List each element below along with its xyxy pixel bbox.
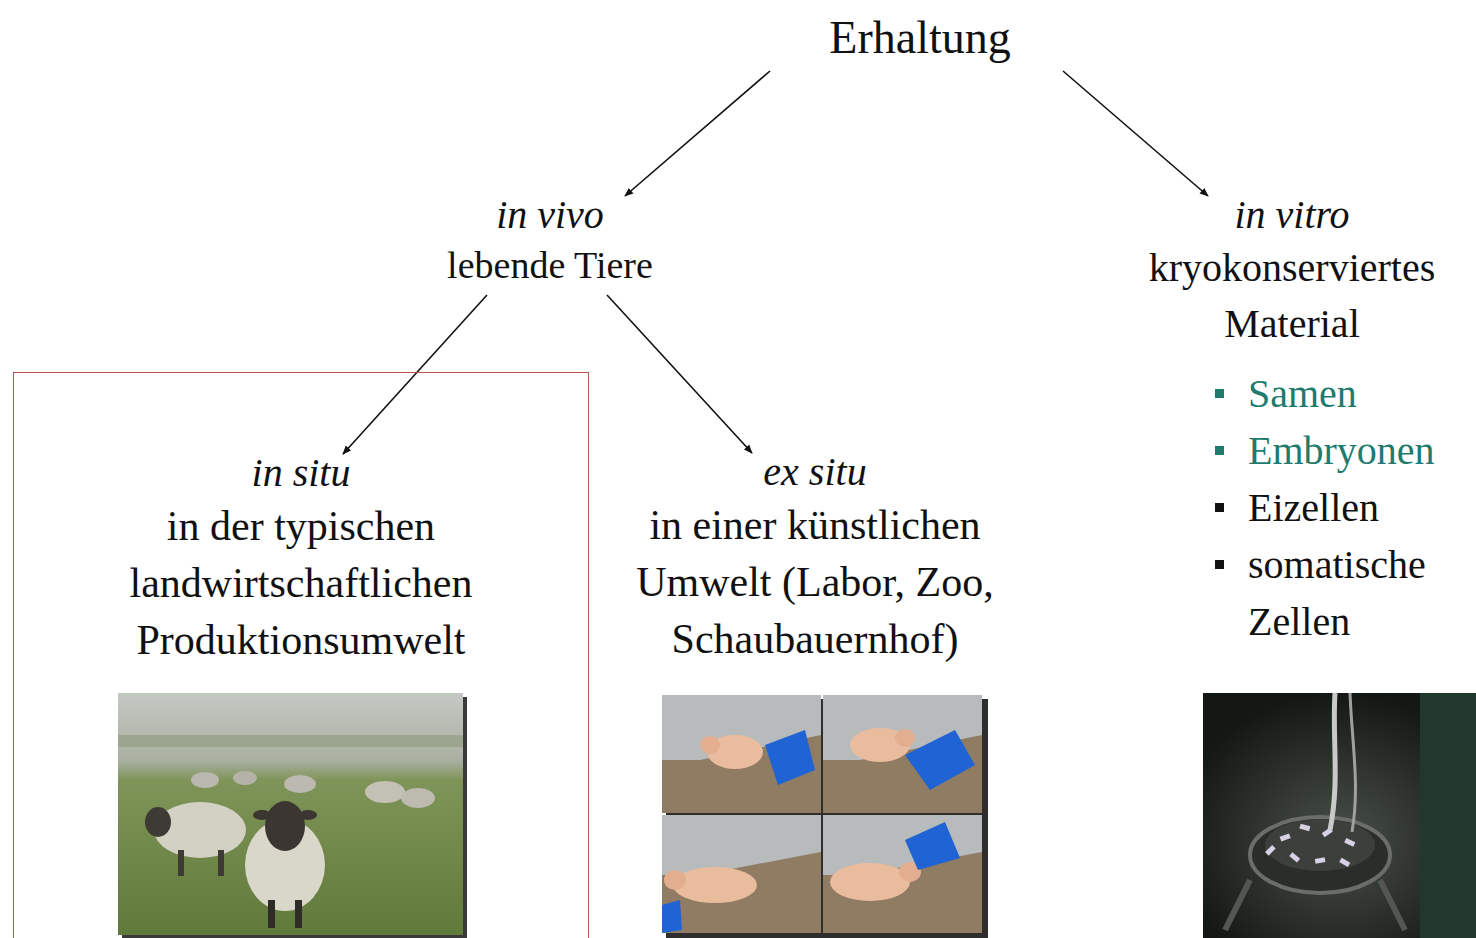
branch-heading: in vivo (380, 190, 720, 240)
list-row: Embryonen (1215, 422, 1472, 479)
text-node: in vitrokryokonserviertes MaterialSamenE… (1112, 190, 1472, 650)
text-node: Erhaltung (700, 10, 1140, 66)
square-bullet (1215, 389, 1224, 398)
list-item: somatische Zellen (1248, 542, 1426, 644)
list-item: Samen (1248, 371, 1357, 416)
arrow-connector (343, 295, 487, 454)
list-row: somatische Zellen (1215, 536, 1472, 650)
list-row: Samen (1215, 365, 1472, 422)
square-bullet (1215, 503, 1224, 512)
branch-text: kryokonserviertes Material (1112, 240, 1472, 352)
branch-heading: in situ (14, 448, 588, 498)
highlight-box: in situin der typischen landwirtschaftli… (13, 372, 589, 938)
sheep-photo (118, 693, 467, 938)
text-node: in vivolebende Tiere (380, 190, 720, 290)
pig-photos (662, 695, 988, 938)
arrow-connector (625, 71, 770, 196)
root-label: Erhaltung (700, 10, 1140, 66)
list-item: Embryonen (1248, 428, 1435, 473)
list-row: Eizellen (1215, 479, 1472, 536)
branch-text: lebende Tiere (380, 240, 720, 290)
list-item: Eizellen (1248, 485, 1379, 530)
text-node: ex situin einer künstlichen Umwelt (Labo… (600, 447, 1030, 668)
square-bullet (1215, 446, 1224, 455)
branch-text: in einer künstlichen Umwelt (Labor, Zoo,… (600, 497, 1030, 668)
branch-heading: ex situ (600, 447, 1030, 497)
branch-heading: in vitro (1112, 190, 1472, 240)
square-bullet (1215, 560, 1224, 569)
arrow-connector (607, 295, 752, 453)
arrow-connector (1063, 71, 1208, 196)
branch-text: in der typischen landwirtschaftlichen Pr… (14, 498, 588, 669)
cryo-tank-photo (1203, 693, 1476, 938)
